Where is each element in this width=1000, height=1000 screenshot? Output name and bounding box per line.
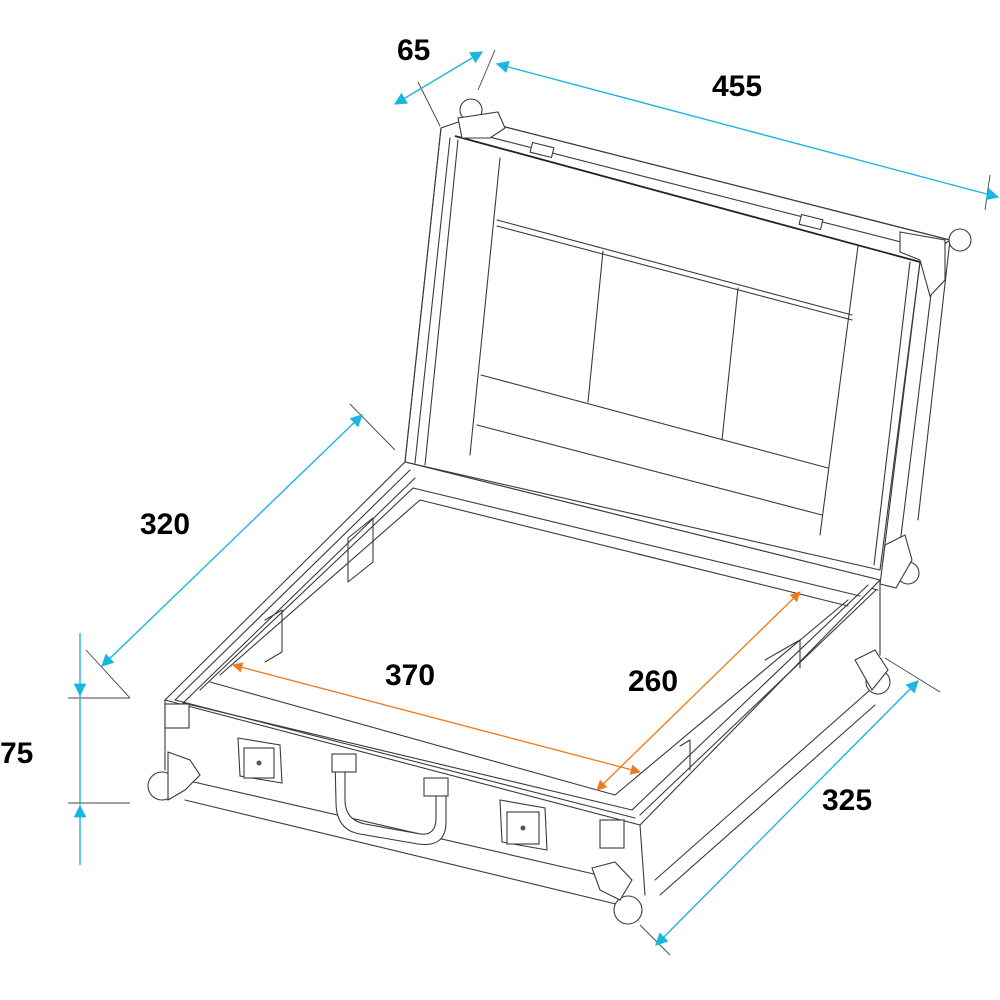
ball-corner-icon: [854, 649, 891, 695]
dimension-label-base-height: 75: [0, 737, 34, 770]
dimension-label-lid-depth: 65: [397, 34, 431, 67]
ball-corner-icon: [879, 534, 920, 589]
dimension-label-lid-height: 320: [140, 508, 191, 541]
lid-clip-icon: [798, 213, 824, 231]
ball-corner-icon: [899, 228, 972, 298]
dimension-label-outer-depth: 325: [822, 784, 873, 817]
inner-dimension-lines: [231, 591, 801, 791]
ball-corner-icon: [591, 861, 643, 925]
dimension-label-inner-depth: 260: [628, 665, 679, 698]
dimension-label-outer-width: 455: [712, 70, 763, 103]
ball-corner-icon: [147, 751, 201, 801]
ball-corner-icon: [457, 98, 506, 139]
dimension-label-inner-width: 370: [385, 659, 436, 692]
outer-dimension-lines: [68, 49, 1000, 956]
butterfly-latch-left[interactable]: [237, 737, 283, 784]
butterfly-latch-right[interactable]: [499, 799, 548, 851]
